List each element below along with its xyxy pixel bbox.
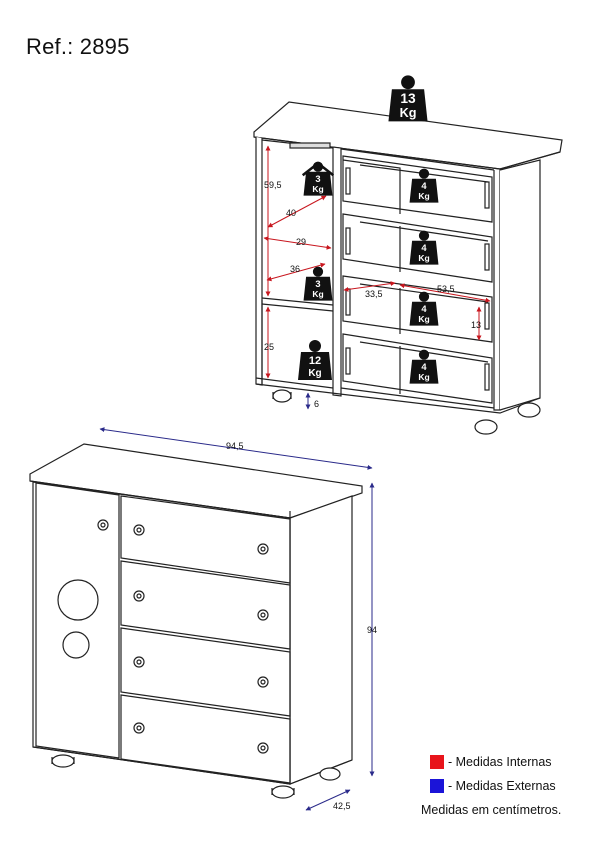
legend-external-label: - Medidas Externas — [448, 779, 556, 793]
legend-internal: - Medidas Internas — [430, 755, 552, 769]
svg-text:Kg: Kg — [418, 191, 429, 201]
weight-icon-drawer-2: 4 Kg — [409, 230, 439, 265]
weight-icon-bottom: 12 Kg — [298, 340, 332, 380]
svg-text:Kg: Kg — [400, 106, 417, 120]
dim-depth: 42,5 — [333, 801, 351, 811]
dim-h2: 25 — [264, 342, 274, 352]
dim-d3: 36 — [290, 264, 300, 274]
svg-text:Kg: Kg — [312, 184, 323, 194]
weight-icon-drawer-1: 4 Kg — [409, 168, 439, 203]
weight-icon-hanger: 3 Kg — [301, 161, 335, 196]
svg-text:Kg: Kg — [418, 314, 429, 324]
svg-text:Kg: Kg — [308, 368, 321, 379]
svg-text:4: 4 — [421, 304, 427, 314]
svg-text:4: 4 — [421, 362, 427, 372]
dim-width: 94,5 — [226, 441, 244, 451]
dim-height: 94 — [367, 625, 377, 635]
svg-text:12: 12 — [309, 355, 321, 367]
svg-text:13: 13 — [400, 91, 416, 106]
svg-text:4: 4 — [421, 243, 427, 253]
dim-d2: 29 — [296, 237, 306, 247]
external-dimension-lines — [99, 427, 375, 811]
reference-code: Ref.: 2895 — [26, 34, 130, 59]
svg-text:4: 4 — [421, 181, 427, 191]
dim-drawer-width: 53,5 — [437, 284, 455, 294]
svg-text:Kg: Kg — [418, 253, 429, 263]
units-note: Medidas em centímetros. — [421, 803, 562, 817]
dim-drawer-height: 13 — [471, 320, 481, 330]
svg-text:3: 3 — [315, 174, 320, 184]
weight-icon-shelf: 3 Kg — [303, 266, 333, 301]
legend-internal-label: - Medidas Internas — [448, 755, 552, 769]
svg-text:Kg: Kg — [312, 289, 323, 299]
svg-text:Kg: Kg — [418, 372, 429, 382]
legend-external: - Medidas Externas — [430, 779, 556, 793]
external-color-swatch — [430, 779, 444, 793]
weight-icon-drawer-4: 4 Kg — [409, 349, 439, 384]
weight-icon-drawer-3: 4 Kg — [409, 291, 439, 326]
dim-drawer-depth: 33,5 — [365, 289, 383, 299]
dim-d1: 40 — [286, 208, 296, 218]
dim-foot: 6 — [314, 399, 319, 409]
internal-color-swatch — [430, 755, 444, 769]
svg-text:3: 3 — [315, 279, 320, 289]
open-chest-view — [253, 101, 563, 435]
closed-chest-view — [29, 443, 363, 799]
dim-h1: 59,5 — [264, 180, 282, 190]
weight-icon-top: 13 Kg — [388, 75, 428, 122]
internal-dimension-lines — [263, 145, 491, 379]
